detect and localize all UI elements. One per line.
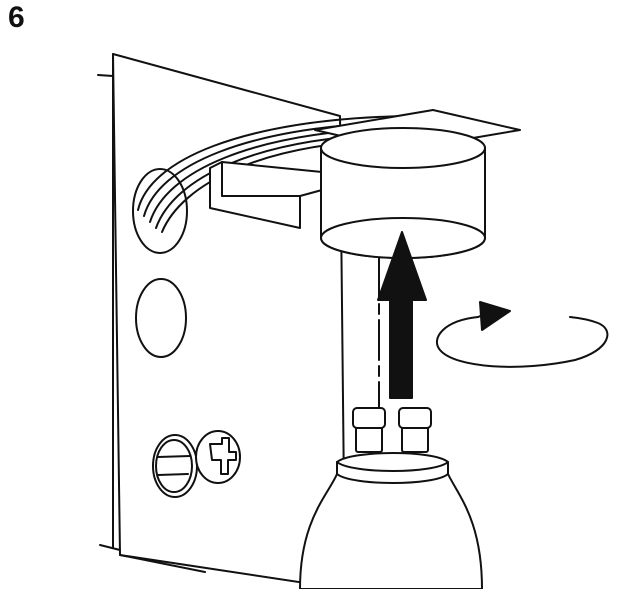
arrow-up-icon [377, 231, 427, 399]
upper-hole [132, 168, 188, 254]
rotate-clockwise-icon [435, 301, 609, 368]
step-number: 6 [8, 1, 25, 34]
middle-hole [135, 278, 187, 358]
gu10-bulb [299, 257, 483, 589]
mounting-plate [97, 53, 346, 589]
screw-icon [155, 430, 241, 493]
